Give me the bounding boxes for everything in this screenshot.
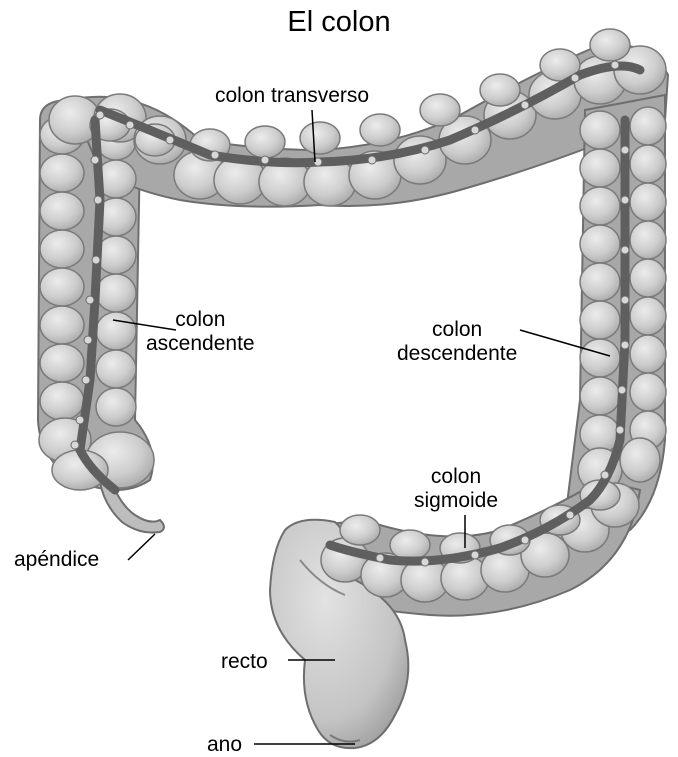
haustrum-segment (420, 94, 460, 126)
haustrum-segment (40, 192, 84, 230)
band-node (621, 296, 629, 304)
label-ascendente-line1: colon (146, 308, 255, 332)
band-node (566, 511, 574, 519)
band-node (621, 341, 629, 349)
haustrum-segment (630, 297, 666, 335)
haustrum-segment (96, 350, 136, 388)
band-node (421, 146, 429, 154)
band-node (376, 554, 384, 562)
band-node (571, 74, 579, 82)
haustrum-segment (630, 221, 666, 259)
haustrum-segment (300, 122, 340, 154)
label-ascendente: colon ascendente (146, 308, 255, 356)
haustrum-segment (40, 230, 84, 268)
band-node (471, 551, 479, 559)
leader-apendice (128, 534, 155, 560)
haustrum-segment (390, 530, 430, 560)
haustrum-segment (580, 377, 620, 415)
haustrum-segment (630, 259, 666, 297)
band-node (616, 426, 624, 434)
haustrum-segment (40, 382, 84, 420)
label-descendente-line1: colon (397, 318, 517, 342)
haustrum-segment (40, 344, 84, 382)
haustrum-segment (580, 111, 620, 149)
haustrum-segment (630, 335, 666, 373)
haustrum-segment (96, 388, 136, 426)
label-sigmoide-line2: sigmoide (414, 489, 498, 513)
haustrum-segment (360, 114, 400, 146)
haustrum-segment (96, 274, 136, 312)
band-node (618, 386, 626, 394)
haustrum-segment (40, 268, 84, 306)
band-node (91, 156, 99, 164)
band-node (521, 101, 529, 109)
haustrum-segment (480, 74, 520, 106)
band-node (71, 441, 79, 449)
label-ano: ano (207, 733, 242, 757)
label-descendente-line2: descendente (397, 342, 517, 366)
label-ascendente-line2: ascendente (146, 332, 255, 356)
band-node (92, 256, 100, 264)
band-node (421, 558, 429, 566)
haustrum-segment (630, 145, 666, 183)
label-sigmoide-line1: colon (414, 465, 498, 489)
band-node (84, 336, 92, 344)
label-descendente: colon descendente (397, 318, 517, 366)
band-node (368, 156, 376, 164)
haustrum-segment (630, 107, 666, 145)
haustrum-segment (40, 154, 84, 192)
haustrum-segment (580, 339, 620, 377)
band-node (86, 296, 94, 304)
band-node (82, 376, 90, 384)
haustrum-segment (580, 149, 620, 187)
haustrum-segment (630, 373, 666, 411)
band-node (261, 156, 269, 164)
band-node (126, 121, 134, 129)
haustrum-segment (580, 187, 620, 225)
band-node (521, 536, 529, 544)
band-node (166, 136, 174, 144)
band-node (621, 146, 629, 154)
label-recto: recto (221, 650, 268, 674)
label-apendice: apéndice (14, 548, 99, 572)
band-node (601, 471, 609, 479)
band-node (76, 416, 84, 424)
band-node (211, 151, 219, 159)
band-node (96, 111, 104, 119)
band-node (621, 246, 629, 254)
haustrum-segment (340, 515, 380, 545)
diagram-title: El colon (0, 6, 678, 39)
haustrum-segment (580, 301, 620, 339)
haustrum-segment (620, 438, 660, 482)
haustrum-segment (40, 306, 84, 344)
band-node (94, 196, 102, 204)
haustrum-segment (245, 126, 285, 158)
band-node (471, 126, 479, 134)
haustrum-segment (630, 183, 666, 221)
haustrum-segment (96, 312, 136, 350)
haustrum-segment (580, 263, 620, 301)
label-transverso: colon transverso (215, 84, 369, 108)
label-sigmoide: colon sigmoide (414, 465, 498, 513)
band-node (621, 196, 629, 204)
haustrum-segment (580, 225, 620, 263)
band-node (611, 61, 619, 69)
